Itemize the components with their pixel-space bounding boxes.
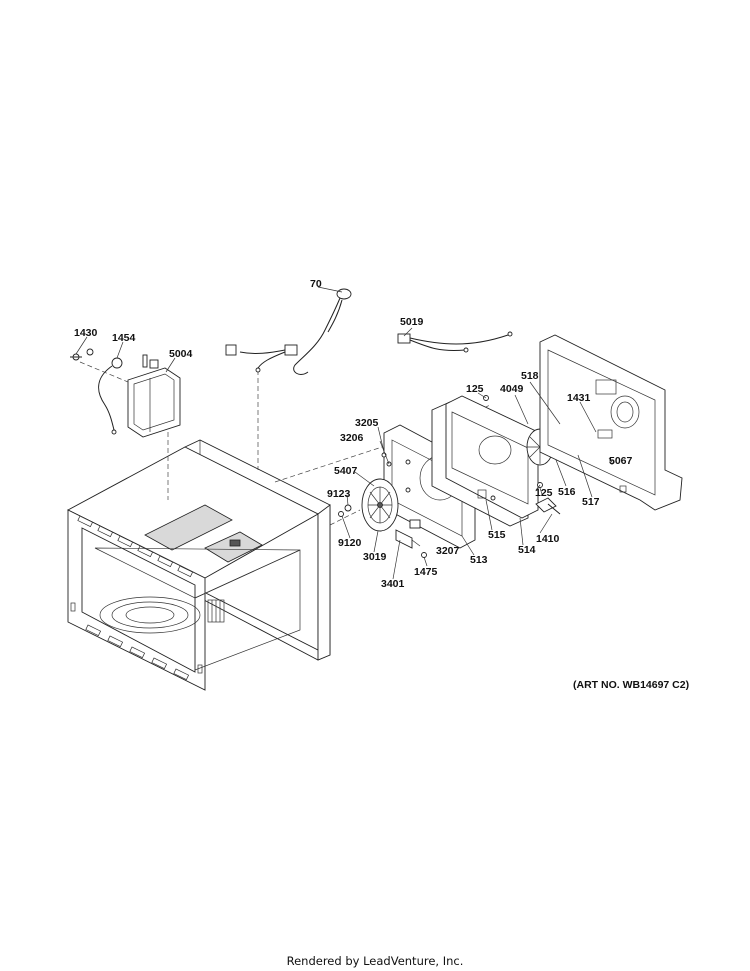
label-514: 514 [518,544,536,556]
label-3207: 3207 [436,545,460,557]
wire-harness-70 [225,288,352,375]
label-3206: 3206 [340,432,364,444]
label-513: 513 [470,554,488,566]
rear-housing-5067 [539,334,683,511]
label-3401: 3401 [381,578,405,590]
label-1430: 1430 [74,327,98,339]
leader-lines [75,286,613,580]
part-labels: 70 5019 1430 1454 5004 125 4049 518 1431… [74,278,633,590]
label-3019: 3019 [363,551,387,563]
art-number: (ART NO. WB14697 C2) [573,679,690,691]
label-5019: 5019 [400,316,424,328]
label-5067: 5067 [609,455,633,467]
convection-fan [361,478,421,549]
label-518: 518 [521,370,539,382]
label-1454: 1454 [112,332,136,344]
label-9123: 9123 [327,488,351,500]
label-70: 70 [310,278,322,290]
bracket-assembly [70,348,181,438]
label-4049: 4049 [500,383,524,395]
label-125-bottom: 125 [535,487,553,499]
label-1431: 1431 [567,392,591,404]
label-125-top: 125 [466,383,484,395]
oven-cavity [67,439,331,691]
label-517: 517 [582,496,600,508]
heater-plates [431,395,539,527]
label-5407: 5407 [334,465,358,477]
footer-credit: Rendered by LeadVenture, Inc. [286,954,464,968]
small-parts [338,395,561,558]
label-5004: 5004 [169,348,193,360]
label-516: 516 [558,486,576,498]
label-1475: 1475 [414,566,438,578]
label-515: 515 [488,529,506,541]
label-9120: 9120 [338,537,362,549]
wire-5019 [397,331,513,353]
label-1410: 1410 [536,533,560,545]
label-3205: 3205 [355,417,379,429]
